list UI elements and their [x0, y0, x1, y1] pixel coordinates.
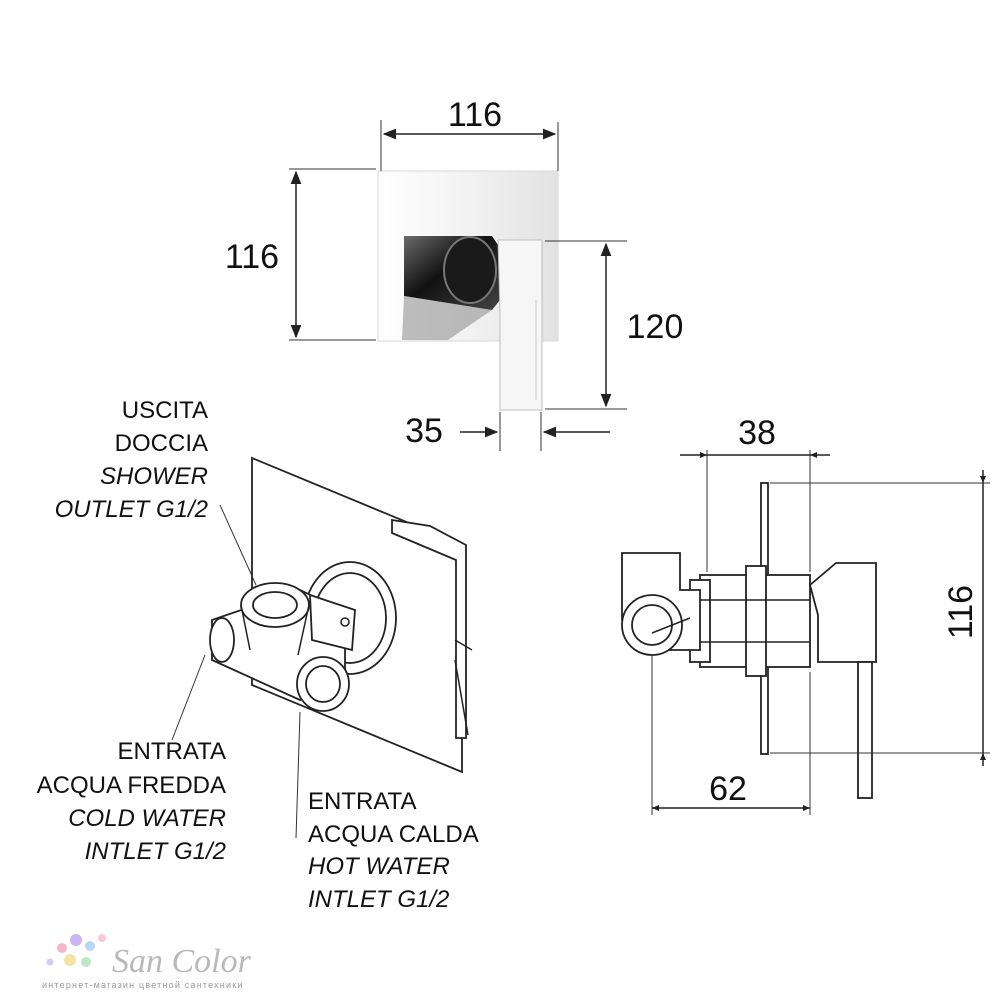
- label-cold-line4: INTLET G1/2: [85, 838, 226, 865]
- label-cold-inlet: ENTRATA ACQUA FREDDA COLD WATER INTLET G…: [37, 738, 226, 865]
- label-shower-outlet: USCITA DOCCIA SHOWER OUTLET G1/2: [55, 397, 208, 523]
- label-hot-line4: INTLET G1/2: [308, 886, 449, 913]
- mixer-knob: [443, 236, 497, 304]
- brand-tagline: интернет-магазин цветной сантехники: [42, 980, 244, 990]
- dim-front-width: 116: [380, 96, 559, 171]
- dim-front-height-text: 116: [225, 238, 279, 276]
- front-view: [377, 170, 559, 411]
- brand-name: San Color: [112, 943, 252, 980]
- dim-lever-height-text: 120: [627, 308, 684, 346]
- dim-side-height-text: 116: [942, 585, 980, 639]
- dim-side-depth: 38: [680, 414, 830, 572]
- iso-lever: [391, 518, 467, 739]
- label-shower-line1: USCITA: [122, 397, 208, 424]
- sancolor-dots-icon: [46, 934, 106, 967]
- label-cold-line2: ACQUA FREDDA: [37, 772, 226, 799]
- label-shower-line3: SHOWER: [100, 463, 208, 490]
- side-lever-head: [808, 562, 877, 663]
- leader-cold: [171, 654, 206, 741]
- dim-lever-width-text: 35: [405, 412, 443, 450]
- dim-front-height: 116: [225, 168, 376, 341]
- dim-side-total-depth: 62: [651, 655, 811, 815]
- side-view: [621, 482, 877, 799]
- dim-side-depth-text: 38: [738, 414, 776, 452]
- lever-handle: [497, 239, 543, 411]
- isometric-view: [209, 456, 473, 774]
- label-cold-line1: ENTRATA: [118, 738, 226, 765]
- dim-lever-height: 120: [545, 240, 684, 410]
- side-lever: [857, 661, 873, 799]
- brand-logo: San Color интернет-магазин цветной санте…: [42, 934, 252, 990]
- dim-side-height: 116: [770, 470, 990, 766]
- leader-shower: [219, 504, 257, 586]
- label-hot-line3: HOT WATER: [308, 853, 450, 880]
- leader-hot: [295, 711, 301, 839]
- dim-lever-width: 35: [405, 412, 610, 451]
- label-shower-line2: DOCCIA: [115, 430, 208, 457]
- label-cold-line3: COLD WATER: [68, 805, 226, 832]
- label-hot-line2: ACQUA CALDA: [308, 821, 479, 848]
- dim-front-width-text: 116: [448, 96, 502, 134]
- label-hot-inlet: ENTRATA ACQUA CALDA HOT WATER INTLET G1/…: [308, 788, 479, 913]
- label-hot-line1: ENTRATA: [308, 788, 416, 815]
- dim-side-total-depth-text: 62: [709, 770, 747, 808]
- label-shower-line4: OUTLET G1/2: [55, 496, 208, 523]
